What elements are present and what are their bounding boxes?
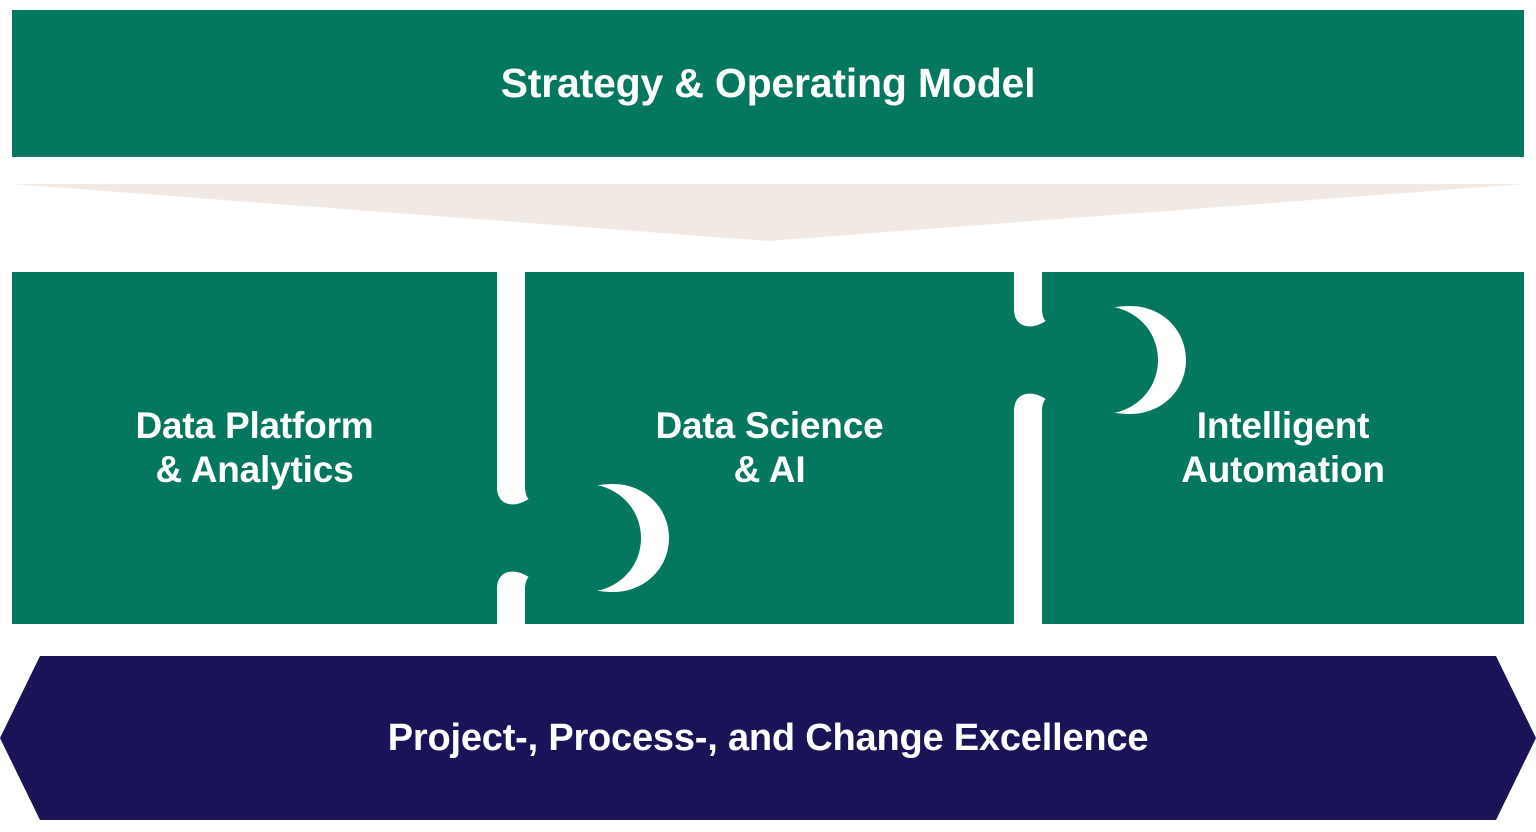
puzzle-piece-left-shape — [12, 272, 641, 624]
downward-arrow-shape — [12, 184, 1524, 241]
puzzle-piece-right-shape — [1042, 272, 1524, 624]
puzzle-piece-middle-shape — [525, 272, 1158, 624]
header-band-shape — [12, 10, 1524, 157]
footer-banner-shape — [0, 656, 1536, 820]
